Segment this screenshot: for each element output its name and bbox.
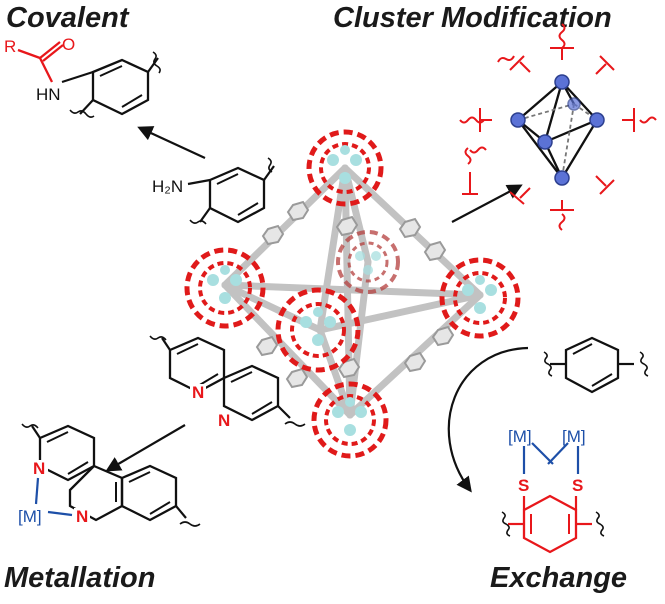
r-group-label: R	[4, 37, 16, 56]
bipyridine-linker-structure: N N	[149, 335, 306, 430]
pyridine-n-label-2: N	[218, 411, 230, 430]
sbu-front	[275, 287, 361, 373]
metallated-n-label-2: N	[76, 507, 88, 526]
sbu-right	[439, 257, 521, 339]
metal-label-metallation: [M]	[18, 507, 42, 526]
arrow-to-covalent	[137, 126, 206, 159]
metal-label-exchange-1: [M]	[508, 427, 532, 446]
arrow-to-metallation	[105, 424, 186, 472]
covalent-amide-structure: HN O R	[4, 35, 161, 118]
exchange-title: Exchange	[490, 562, 627, 594]
arrow-to-exchange	[447, 346, 529, 493]
metallated-n-label-1: N	[33, 459, 45, 478]
linker-rings	[255, 200, 455, 389]
sulfur-label-1: S	[518, 476, 529, 495]
mof-framework	[184, 129, 521, 459]
octahedral-cluster	[459, 23, 657, 231]
sbu-bottom	[311, 381, 389, 459]
amine-label: H₂N	[152, 177, 183, 196]
covalent-title: Covalent	[6, 2, 129, 34]
oxygen-label: O	[62, 35, 75, 54]
arrow-to-cluster	[451, 184, 523, 223]
sbu-top	[306, 129, 384, 207]
pyridine-n-label-1: N	[192, 383, 204, 402]
dithiolate-linker-structure: [M] [M] S S	[501, 427, 605, 554]
amine-linker-structure: H₂N	[152, 157, 275, 225]
sbu-left	[184, 247, 266, 329]
amide-nh-label: HN	[36, 85, 61, 104]
metal-label-exchange-2: [M]	[562, 427, 586, 446]
metallation-title: Metallation	[4, 562, 156, 594]
sulfur-label-2: S	[572, 476, 583, 495]
sbu-back	[336, 230, 400, 294]
phenylene-linker-structure	[543, 336, 649, 394]
metallated-bipyridine-structure: N N [M]	[18, 423, 201, 527]
